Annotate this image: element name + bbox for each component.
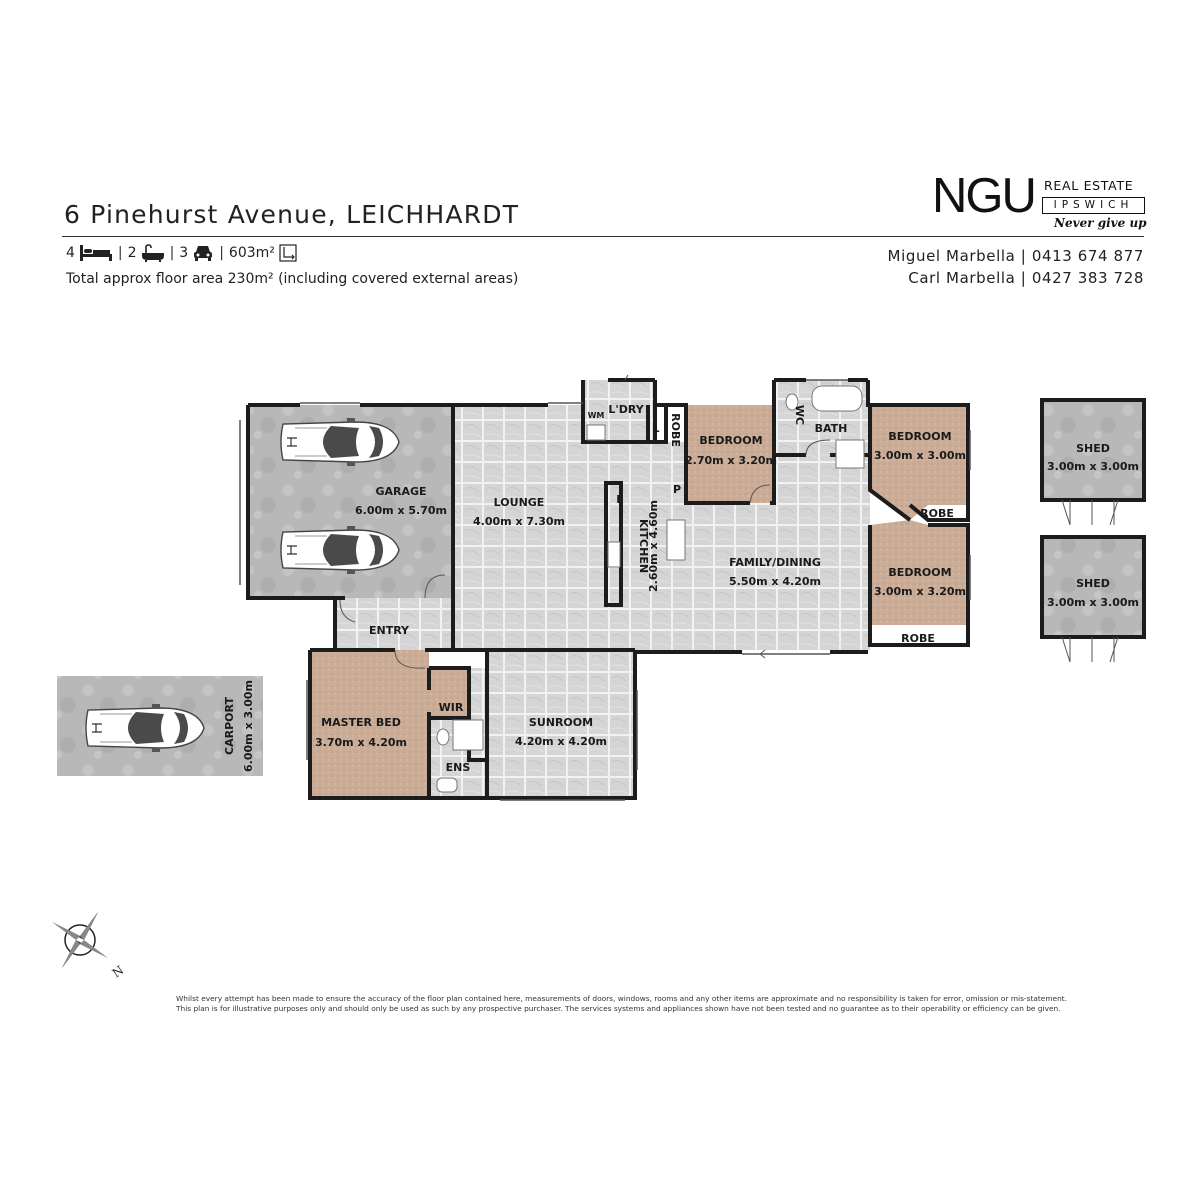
room-name: ROBE [920,507,954,520]
agent-contact: Carl Marbella | 0427 383 728 [908,269,1144,287]
sunroom-floor [487,650,635,798]
wash-machine-icon [586,424,606,441]
doors [339,374,1119,669]
room-name: BATH [815,422,848,435]
bathtub-icon [811,385,863,412]
room-labels: GARAGE 6.00m x 5.70m LOUNGE 4.00m x 7.30… [223,403,1139,774]
room-size: 3.00m x 3.00m [874,449,966,462]
room-name: LOUNGE [494,496,545,509]
entry-floor [335,598,453,650]
kitchen-sink-icon [666,519,686,561]
shower-icon [835,439,865,469]
room-name: ENS [446,761,471,774]
agency-logo: NGU REAL ESTATE IPSWICH Never give up [932,169,1147,232]
room-size: 3.00m x 3.00m [1047,596,1139,609]
compass-icon: N [52,912,126,980]
room-name: L'DRY [608,403,644,416]
logo-line1: REAL ESTATE [1044,178,1134,193]
lounge-floor [453,405,585,650]
room-size: 4.00m x 7.30m [473,515,565,528]
toilet-icon [436,728,450,746]
room-size: 3.00m x 3.00m [1047,460,1139,473]
room-size: 6.00m x 3.00m [242,680,255,772]
cars-count: 3 [179,245,189,261]
room-name: BEDROOM [699,434,762,447]
bedroom3-floor [870,405,968,520]
disclaimer: Whilst every attempt has been made to en… [176,994,1067,1014]
car-top-icon [280,417,400,467]
room-size: 3.00m x 3.20m [874,585,966,598]
room-name: ROBE [901,632,935,645]
floor-area: Total approx floor area 230m² (including… [66,271,519,287]
header-divider [62,236,1144,237]
land-size: 603m² [228,245,275,261]
disclaimer-line: This plan is for illustrative purposes o… [176,1004,1061,1013]
beds-count: 4 [66,245,75,261]
walls [246,378,1146,800]
stats-divider: | [169,245,175,261]
car-top-icon [280,525,400,575]
property-stats: 4 | 2 | 3 | 603m² [66,244,297,262]
room-name: MASTER BED [321,716,401,729]
room-size: 3.70m x 4.20m [315,736,407,749]
room-name: KITCHEN [637,519,650,573]
room-size: 2.60m x 4.60m [647,500,660,592]
room-size: 4.20m x 4.20m [515,735,607,748]
car-top-icon [85,703,205,753]
bedroom4-floor [870,520,968,625]
room-name: WM [588,411,605,420]
property-address: 6 Pinehurst Avenue, LEICHHARDT [64,200,520,229]
shower-icon [452,719,484,751]
bed-icon [79,245,112,261]
agent-contact: Miguel Marbella | 0413 674 877 [887,247,1144,265]
room-name: WC [793,405,806,425]
logo-tagline: Never give up [1054,216,1147,230]
room-name: BEDROOM [888,430,951,443]
room-name: FAMILY/DINING [729,556,821,569]
room-name: ENTRY [369,624,410,637]
toilet-icon [785,393,799,411]
family-floor [685,500,870,650]
room-size: 2.70m x 3.20m [685,454,777,467]
room-name: P [673,483,681,496]
car-icon [194,246,213,261]
windows [239,379,971,801]
room-name: CARPORT [223,697,236,755]
room-name: SHED [1076,442,1110,455]
room-name: ROBE [669,413,682,447]
wir-floor [429,668,469,718]
room-name: GARAGE [375,485,426,498]
bath-icon [141,244,164,262]
cooktop-icon [607,541,621,568]
shed2-floor [1042,537,1144,637]
room-name: WIR [439,701,464,714]
shed1-floor [1042,400,1144,500]
fixtures [436,385,865,793]
land-icon [279,244,297,262]
room-name: SHED [1076,577,1110,590]
disclaimer-line: Whilst every attempt has been made to en… [176,994,1067,1003]
room-name: BEDROOM [888,566,951,579]
room-size: 5.50m x 4.20m [729,575,821,588]
master-floor [310,650,429,798]
compass-north-label: N [110,963,127,980]
room-name: SUNROOM [529,716,593,729]
room-name: L [652,422,659,435]
logo-line2: IPSWICH [1042,197,1145,214]
stats-divider: | [117,245,123,261]
room-size: 6.00m x 5.70m [355,504,447,517]
room-name: F [616,493,624,506]
stats-divider: | [219,245,224,261]
baths-count: 2 [127,245,137,261]
basin-icon [436,777,458,793]
logo-name: NGU [932,169,1037,223]
